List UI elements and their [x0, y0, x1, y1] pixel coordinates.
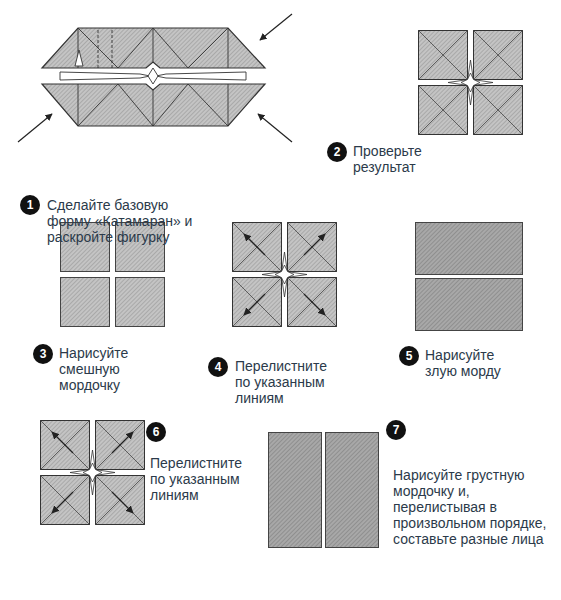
flip-figure	[40, 420, 145, 525]
catamaran-figure	[18, 14, 292, 142]
step: 1 Сделайте базовую форму «Катамаран» и ра…	[20, 195, 197, 245]
step-caption: Нарисуйте грустную мордочку и, перелисты…	[393, 467, 551, 547]
step: 3 Нарисуйте смешную мордочку	[33, 344, 154, 393]
step-number: 2	[327, 142, 347, 162]
step-number: 7	[386, 420, 406, 440]
opened-figure	[418, 30, 523, 135]
step-number: 3	[33, 344, 53, 364]
step-caption: Нарисуйте смешную мордочку	[59, 345, 154, 393]
step: 2 Проверьте результат	[327, 142, 448, 175]
step-caption: Перелистните по указанным линиям	[235, 358, 345, 406]
two-page-face	[416, 223, 523, 331]
step-caption: Проверьте результат	[353, 143, 448, 175]
step-number: 1	[20, 195, 40, 215]
step-caption: Перелистните по указанным линиям	[150, 455, 260, 503]
step: 5 Нарисуйте злую морду	[399, 346, 520, 379]
flip-arrows	[244, 234, 325, 315]
flip-arrows	[52, 432, 133, 513]
flip-figure	[232, 222, 337, 327]
step: 4 Перелистните по указанным линиям	[208, 357, 345, 406]
step-number: 5	[399, 346, 419, 366]
step-number: 4	[208, 357, 228, 377]
step: 6Перелистните по указанным линиям	[146, 422, 260, 503]
step-caption: Нарисуйте злую морду	[425, 347, 520, 379]
step: 7Нарисуйте грустную мордочку и, перелист…	[386, 420, 551, 547]
step-number: 6	[146, 422, 166, 442]
step-caption: Сделайте базовую форму «Катамаран» и рас…	[47, 197, 197, 245]
two-page-face	[269, 433, 379, 548]
